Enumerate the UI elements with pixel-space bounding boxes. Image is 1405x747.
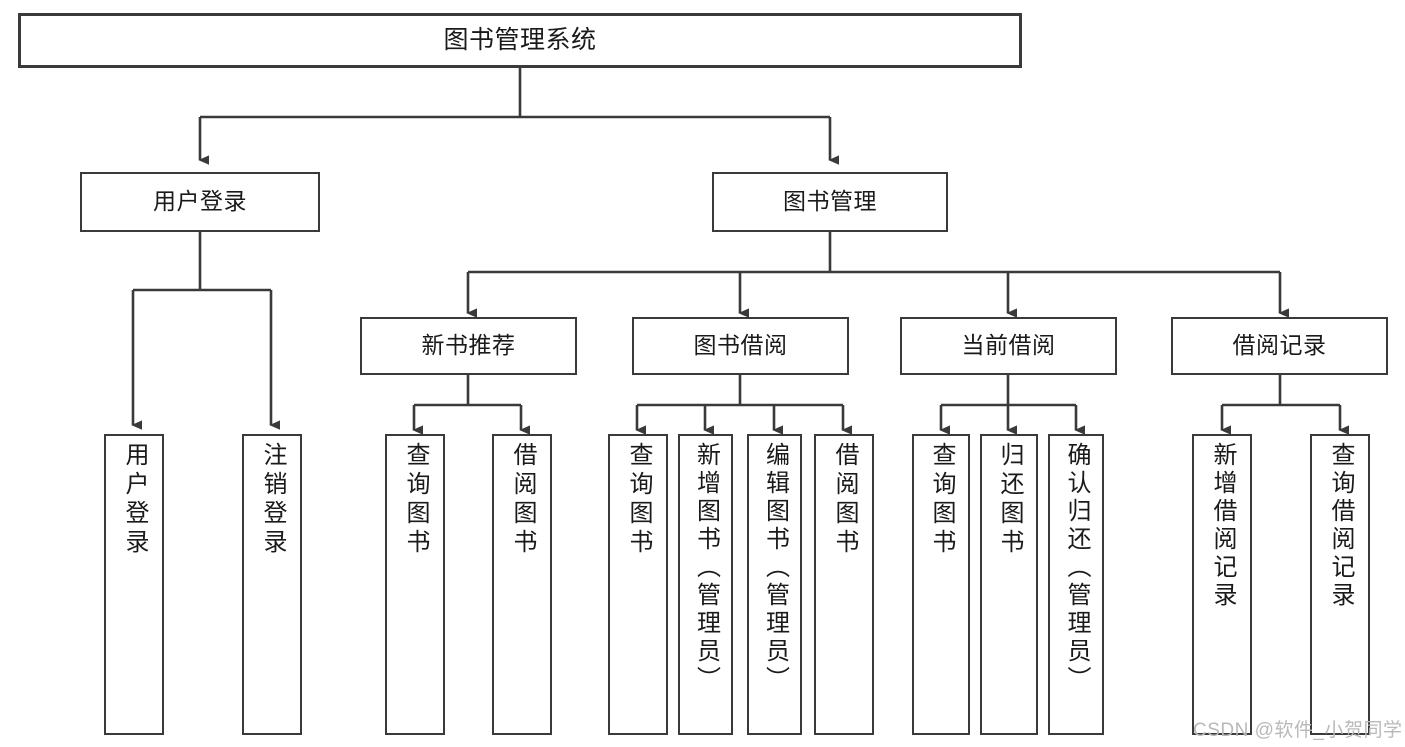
node-user-login-label: 用户登录 <box>153 188 247 215</box>
node-leaf-logout-login-label: 注销登录 <box>259 442 286 558</box>
node-book-borrow-label: 图书借阅 <box>693 332 788 359</box>
node-leaf-add-book-label: 新增图书（管理员） <box>692 442 720 694</box>
node-book-borrow[interactable]: 图书借阅 <box>632 317 849 375</box>
node-root-label: 图书管理系统 <box>443 25 597 54</box>
node-current-borrow-label: 当前借阅 <box>961 332 1056 359</box>
node-leaf-query-book-2-label: 查询图书 <box>625 442 652 558</box>
csdn-watermark: CSDN @软件_小贺同学 <box>1193 720 1403 741</box>
node-borrow-record-label: 借阅记录 <box>1232 332 1327 359</box>
node-leaf-borrow-book-2-label: 借阅图书 <box>831 442 858 558</box>
node-leaf-query-record-label: 查询借阅记录 <box>1327 442 1354 610</box>
node-leaf-edit-book[interactable]: 编辑图书（管理员） <box>747 434 802 735</box>
node-new-book-recommend[interactable]: 新书推荐 <box>360 317 577 375</box>
node-leaf-query-book-2[interactable]: 查询图书 <box>608 434 668 735</box>
node-new-book-recommend-label: 新书推荐 <box>421 332 516 359</box>
node-book-manage-label: 图书管理 <box>783 188 877 215</box>
node-leaf-user-login-label: 用户登录 <box>121 442 148 558</box>
node-leaf-add-record-label: 新增借阅记录 <box>1209 442 1236 610</box>
node-leaf-add-record[interactable]: 新增借阅记录 <box>1192 434 1252 735</box>
node-current-borrow[interactable]: 当前借阅 <box>900 317 1117 375</box>
node-leaf-query-book-1-label: 查询图书 <box>402 442 429 558</box>
node-book-manage[interactable]: 图书管理 <box>712 172 948 232</box>
node-root[interactable]: 图书管理系统 <box>18 13 1022 68</box>
node-leaf-borrow-book-1[interactable]: 借阅图书 <box>492 434 552 735</box>
node-leaf-return-book[interactable]: 归还图书 <box>980 434 1038 735</box>
node-leaf-query-book-3[interactable]: 查询图书 <box>912 434 970 735</box>
node-borrow-record[interactable]: 借阅记录 <box>1171 317 1388 375</box>
node-leaf-return-book-label: 归还图书 <box>996 442 1023 558</box>
node-leaf-confirm-return-label: 确认归还（管理员） <box>1063 442 1090 694</box>
node-leaf-logout-login[interactable]: 注销登录 <box>242 434 302 735</box>
node-leaf-add-book[interactable]: 新增图书（管理员） <box>678 434 733 735</box>
node-leaf-edit-book-label: 编辑图书（管理员） <box>761 442 789 694</box>
node-leaf-query-record[interactable]: 查询借阅记录 <box>1310 434 1370 735</box>
node-user-login[interactable]: 用户登录 <box>80 172 320 232</box>
node-leaf-confirm-return[interactable]: 确认归还（管理员） <box>1048 434 1104 735</box>
node-leaf-user-login[interactable]: 用户登录 <box>104 434 164 735</box>
node-leaf-borrow-book-1-label: 借阅图书 <box>509 442 536 558</box>
node-leaf-query-book-3-label: 查询图书 <box>928 442 955 558</box>
node-leaf-query-book-1[interactable]: 查询图书 <box>385 434 445 735</box>
node-leaf-borrow-book-2[interactable]: 借阅图书 <box>814 434 874 735</box>
